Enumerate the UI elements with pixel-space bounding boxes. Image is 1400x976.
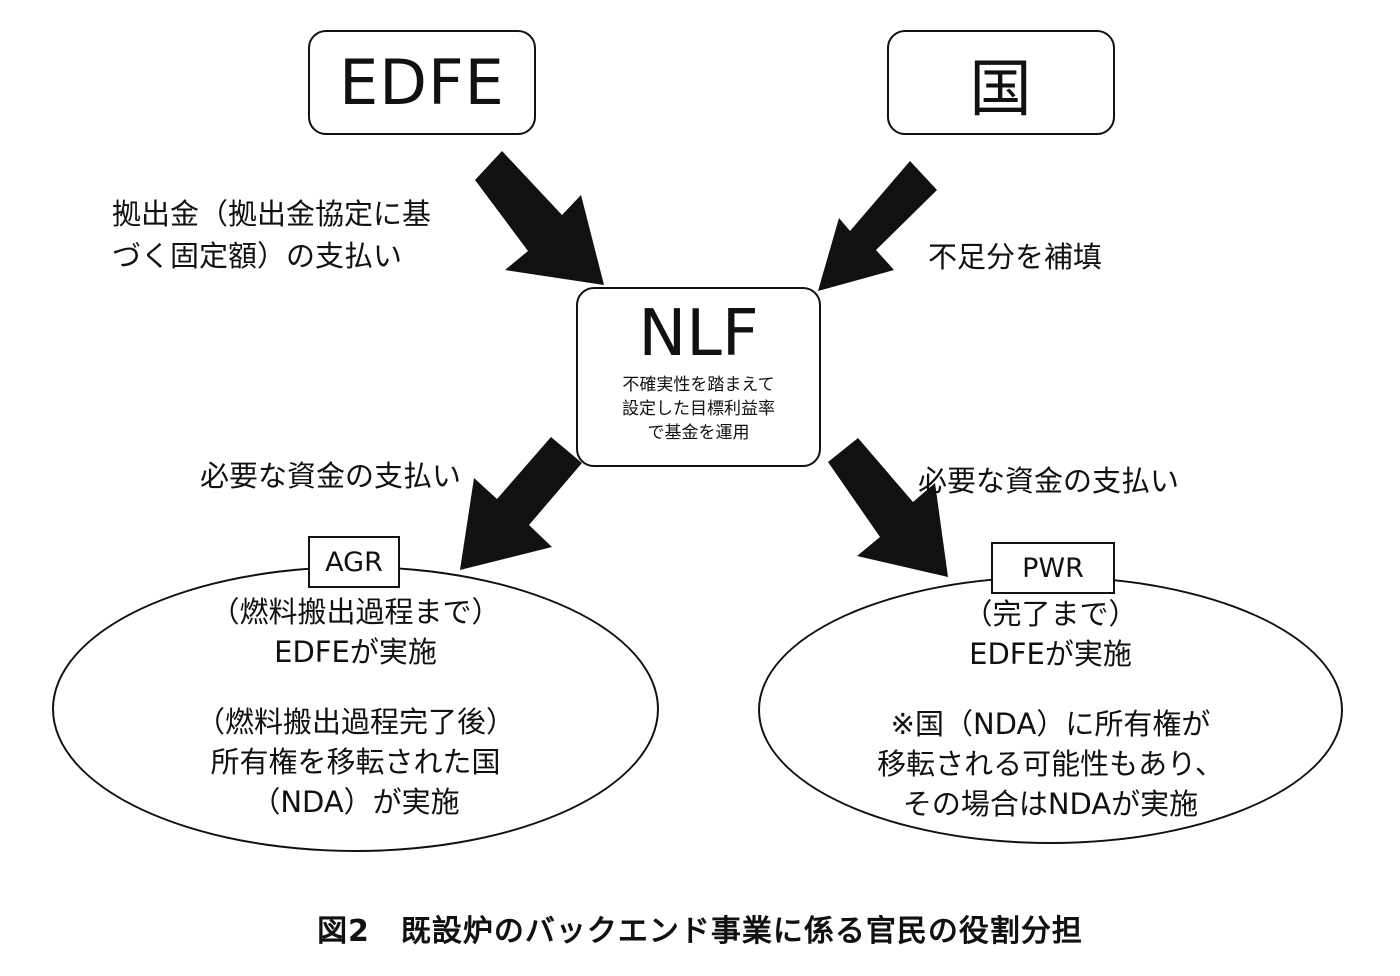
pwr-line: その場合はNDAが実施 bbox=[902, 787, 1199, 821]
agr-line: EDFEが実施 bbox=[274, 635, 437, 669]
agr-line: （燃料搬出過程まで） bbox=[210, 595, 501, 629]
arrow-edfe-to-nlf bbox=[475, 151, 604, 285]
pwr-line: （完了まで） bbox=[963, 597, 1138, 631]
pwr-ellipse bbox=[758, 576, 1343, 844]
edge-label-kuni-to-nlf: 不足分を補填 bbox=[928, 240, 1103, 274]
edge-label-nlf-to-agr: 必要な資金の支払い bbox=[200, 459, 462, 493]
pwr-line: 移転される可能性もあり、 bbox=[877, 747, 1224, 781]
pwr-line: EDFEが実施 bbox=[969, 637, 1132, 671]
agr-ellipse-text: （燃料搬出過程まで） EDFEが実施 （燃料搬出過程完了後） 所有権を移転された… bbox=[52, 592, 659, 822]
kuni-label: 国 bbox=[969, 51, 1033, 125]
pwr-line: ※国（NDA）に所有権が bbox=[890, 707, 1211, 741]
edge-label-edfe-to-nlf: 拠出金（拠出金協定に基 づく固定額）の支払い bbox=[112, 193, 431, 277]
agr-ellipse bbox=[52, 566, 659, 852]
agr-spacer bbox=[52, 672, 659, 702]
agr-line: 所有権を移転された国 bbox=[210, 745, 501, 779]
arrow-nlf-to-agr bbox=[460, 437, 582, 570]
pwr-ellipse-text: （完了まで） EDFEが実施 ※国（NDA）に所有権が 移転される可能性もあり、… bbox=[758, 594, 1343, 824]
nlf-title: NLF bbox=[638, 297, 759, 371]
kuni-node: 国 bbox=[887, 30, 1115, 135]
nlf-description: 不確実性を踏まえて 設定した目標利益率 で基金を運用 bbox=[622, 373, 775, 445]
nlf-description-line: で基金を運用 bbox=[647, 423, 750, 443]
agr-tag: AGR bbox=[308, 536, 400, 588]
nlf-node: NLF 不確実性を踏まえて 設定した目標利益率 で基金を運用 bbox=[576, 287, 821, 467]
figure-caption: 図2 既設炉のバックエンド事業に係る官民の役割分担 bbox=[317, 914, 1083, 949]
agr-line: （NDA）が実施 bbox=[251, 785, 460, 819]
edfe-node: EDFE bbox=[308, 30, 536, 135]
edfe-label: EDFE bbox=[339, 46, 505, 119]
pwr-spacer bbox=[758, 674, 1343, 704]
pwr-tag: PWR bbox=[991, 542, 1115, 594]
nlf-description-line: 不確実性を踏まえて bbox=[622, 375, 775, 395]
agr-line: （燃料搬出過程完了後） bbox=[195, 705, 515, 739]
edge-label-line: づく固定額）の支払い bbox=[112, 239, 403, 273]
arrow-nlf-to-pwr bbox=[828, 438, 948, 577]
nlf-description-line: 設定した目標利益率 bbox=[622, 399, 775, 419]
arrow-kuni-to-nlf bbox=[818, 161, 937, 291]
edge-label-line: 拠出金（拠出金協定に基 bbox=[112, 197, 432, 231]
edge-label-nlf-to-pwr: 必要な資金の支払い bbox=[918, 464, 1180, 498]
